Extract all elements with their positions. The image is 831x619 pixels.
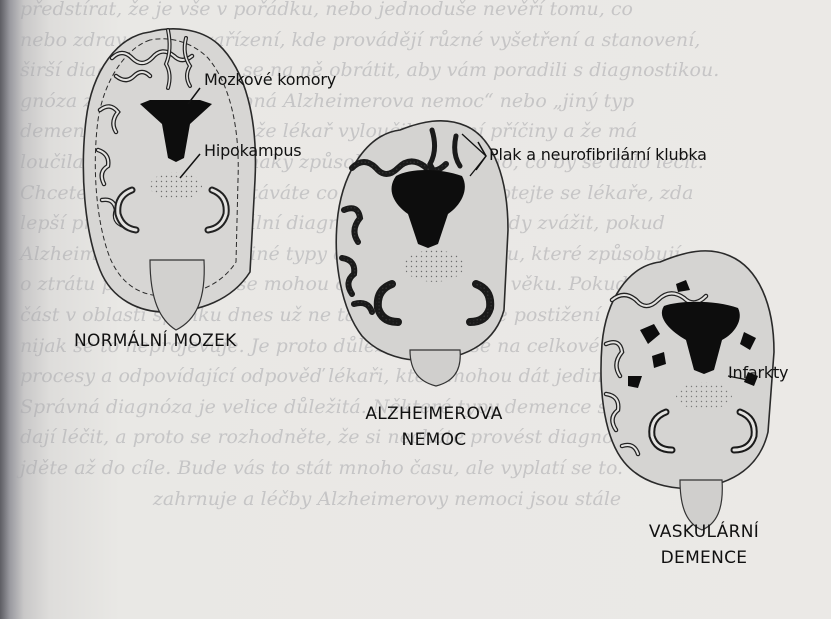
caption-vascular-line2: DEMENCE	[624, 548, 784, 568]
label-infarcts: Infarkty	[728, 363, 788, 382]
caption-alzheimer-line1: ALZHEIMEROVA	[354, 404, 514, 424]
alzheimer-brain-drawing	[336, 121, 508, 386]
caption-vascular-line1: VASKULÁRNÍ	[624, 522, 784, 542]
label-ventricles: Mozkové komory	[204, 70, 336, 89]
caption-alzheimer-line2: NEMOC	[354, 430, 514, 450]
label-hippocampus: Hipokampus	[204, 141, 301, 160]
label-plaques-tangles: Plak a neurofibrilární klubka	[489, 145, 707, 164]
caption-normal-brain: NORMÁLNÍ MOZEK	[74, 331, 237, 351]
vascular-brain-drawing	[601, 251, 774, 530]
